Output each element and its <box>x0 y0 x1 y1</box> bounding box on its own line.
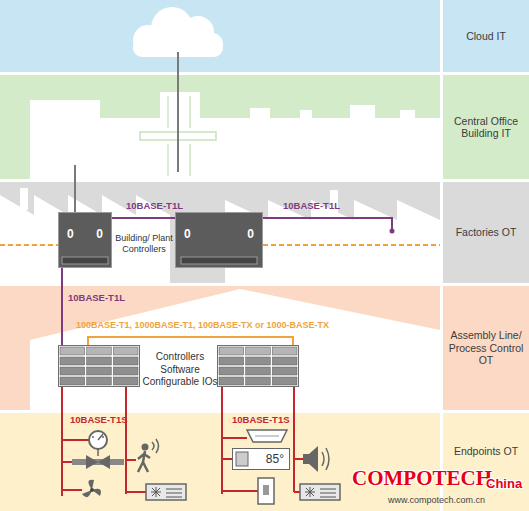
motion-waves <box>152 439 159 453</box>
rack-modules <box>59 346 139 386</box>
io-module <box>272 347 297 355</box>
port-mark: 0 <box>67 227 74 241</box>
io-module <box>219 347 244 355</box>
controller-slot <box>62 257 108 264</box>
io-module <box>87 377 112 385</box>
person-symbol <box>138 451 150 472</box>
group-caption: Software Configurable IOs <box>142 364 218 388</box>
port-mark: 0 <box>247 227 254 241</box>
switch-symbol <box>258 478 274 504</box>
cable-type-label: 10BASE-T1S <box>232 414 290 425</box>
cable-type-label: 10BASE-T1L <box>283 200 340 211</box>
io-module <box>246 377 271 385</box>
controller-rack <box>217 345 299 387</box>
link-label: 100BASE-T1, 1000BASE-T1, 100BASE-TX or 1… <box>76 320 329 330</box>
layer-name: Cloud IT <box>463 30 509 43</box>
io-module <box>219 377 244 385</box>
port-mark: 0 <box>184 227 191 241</box>
gauge-symbol <box>92 434 104 456</box>
ac-unit-symbol <box>300 484 340 500</box>
io-module <box>246 367 271 375</box>
person-symbol <box>142 444 149 451</box>
cable-type-label: 10BASE-T1S <box>70 414 128 425</box>
switch-symbol <box>263 485 269 495</box>
network-link <box>112 217 175 219</box>
controller-rack <box>58 345 140 387</box>
lamp-symbol <box>247 430 287 442</box>
layer-caption: Central Office Building IT <box>443 75 529 179</box>
io-module <box>113 367 138 375</box>
layer-band: Cloud IT <box>0 0 529 72</box>
io-module <box>246 357 271 365</box>
fan-symbol <box>90 488 94 492</box>
link-label: 10BASE-T1L <box>68 292 125 303</box>
io-module <box>113 357 138 365</box>
network-wire <box>74 165 76 212</box>
io-module <box>87 357 112 365</box>
ac-unit-symbol <box>146 484 186 500</box>
dashed-link <box>0 244 440 246</box>
factory-building <box>225 190 440 283</box>
ac-unit-symbol <box>305 487 336 497</box>
group-caption: Controllers <box>142 351 218 363</box>
io-module <box>272 377 297 385</box>
speaker-symbol <box>303 446 318 472</box>
watermark: www.compotech.com.cn <box>388 495 485 506</box>
layer-name: Assembly Line/ Process Control OT <box>443 329 529 367</box>
layer-name: Endpoints OT <box>451 445 521 458</box>
layer-caption: Factories OT <box>443 182 529 283</box>
io-module <box>272 367 297 375</box>
network-wire <box>177 52 179 172</box>
network-link <box>61 268 63 345</box>
link-label: 10BASE-T1L <box>126 200 183 211</box>
io-module <box>219 367 244 375</box>
valve-symbol <box>86 455 110 469</box>
io-module <box>272 357 297 365</box>
io-module <box>60 367 85 375</box>
io-module <box>87 347 112 355</box>
port-mark: 0 <box>96 227 103 241</box>
watermark: COMPOTECH <box>352 466 492 491</box>
layer-caption: Cloud IT <box>443 0 529 72</box>
layer-name: Central Office Building IT <box>443 115 529 140</box>
io-module <box>113 377 138 385</box>
io-module <box>219 357 244 365</box>
wire-end <box>390 229 395 234</box>
lamp-symbol <box>255 436 279 437</box>
sound-waves <box>322 448 329 470</box>
ac-unit-symbol <box>151 487 182 497</box>
io-module <box>87 367 112 375</box>
layer-name: Factories OT <box>453 226 520 239</box>
group-caption: Building/ Plant Controllers <box>113 233 175 255</box>
network-link <box>88 337 293 345</box>
io-module <box>246 347 271 355</box>
rack-modules <box>218 346 298 386</box>
watermark: China <box>486 476 522 492</box>
column-divider <box>440 0 443 511</box>
controller-slot <box>181 257 257 264</box>
io-module <box>60 377 85 385</box>
io-module <box>60 347 85 355</box>
io-module <box>113 347 138 355</box>
t1l-wire <box>263 218 392 230</box>
network-link <box>222 387 232 459</box>
office-building <box>30 92 440 179</box>
io-module <box>60 357 85 365</box>
layer-caption: Assembly Line/ Process Control OT <box>443 286 529 410</box>
temperature-reading: 85° <box>266 452 284 466</box>
house-shape <box>30 289 440 410</box>
fan-symbol <box>82 480 101 497</box>
thermostat-icon <box>236 452 248 466</box>
